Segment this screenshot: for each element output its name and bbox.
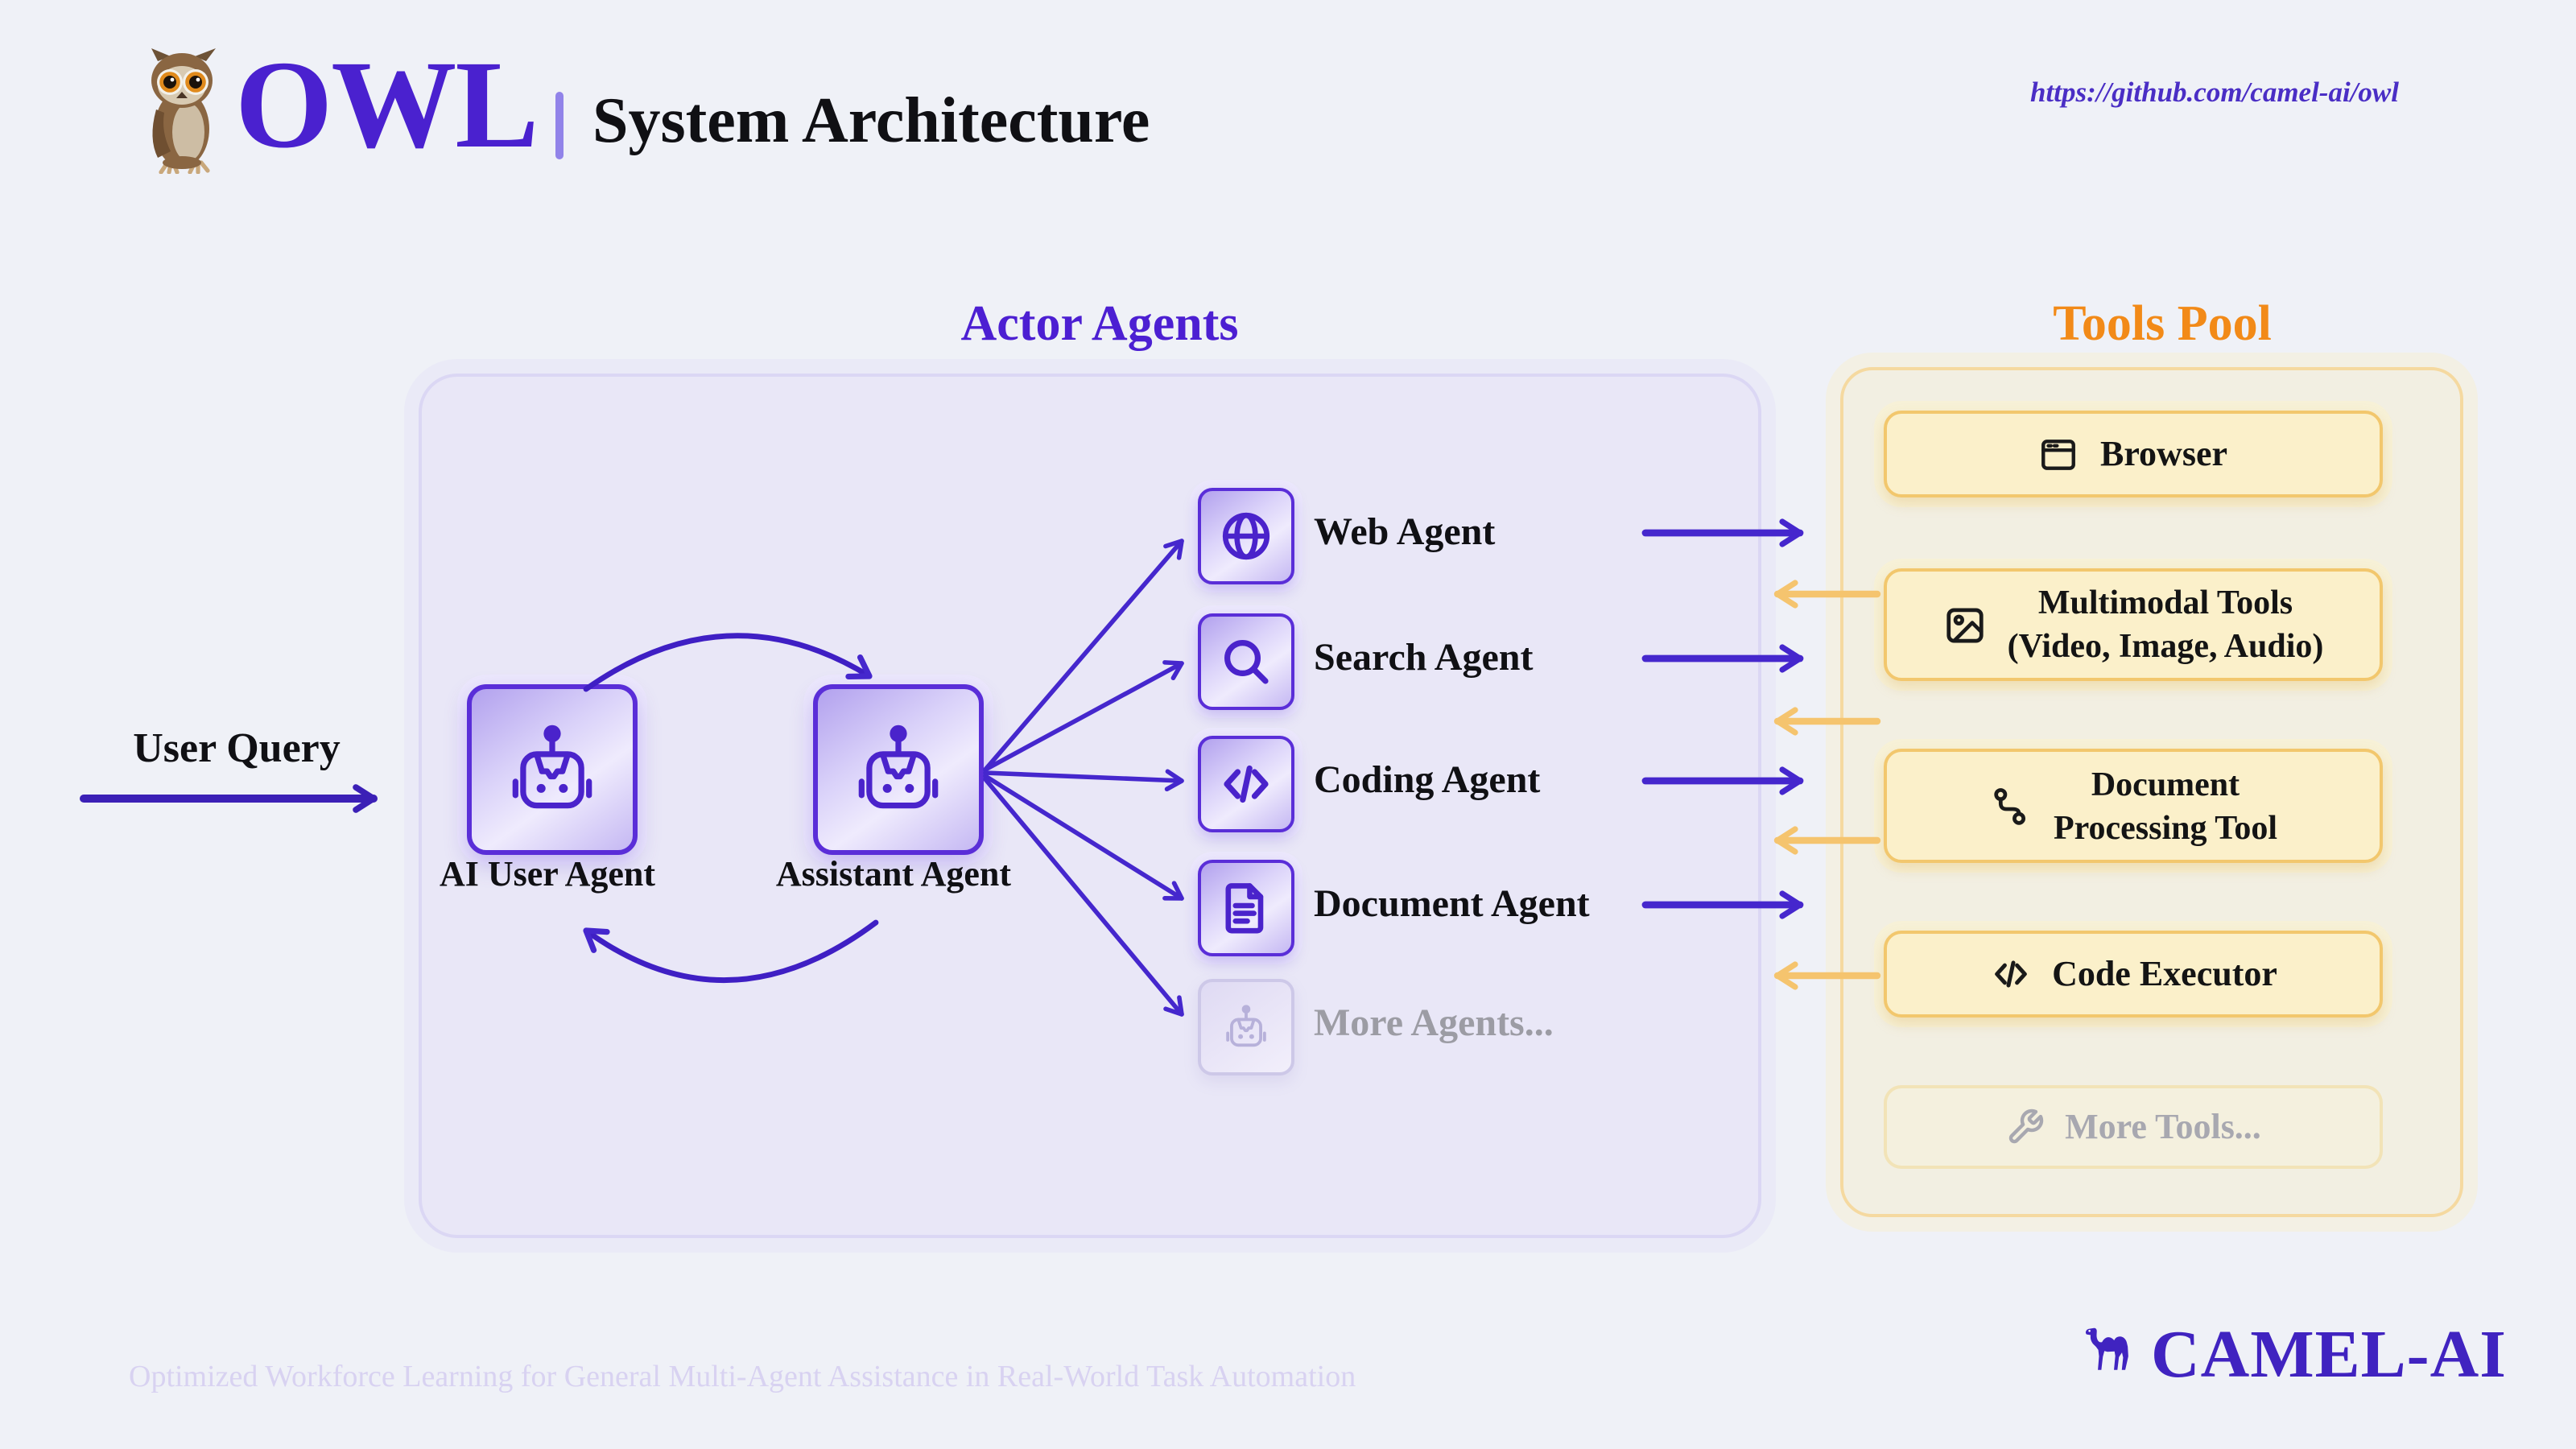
web-agent-card xyxy=(1198,488,1294,584)
tool-code-executor-label: Code Executor xyxy=(2052,952,2277,993)
assistant-agent-card xyxy=(813,684,984,855)
tool-multimodal-card: Multimodal Tools(Video, Image, Audio) xyxy=(1884,568,2383,681)
coding-agent-card xyxy=(1198,736,1294,832)
code-icon xyxy=(1224,765,1269,803)
search-agent-card xyxy=(1198,613,1294,710)
more-tools-label: More Tools... xyxy=(2065,1105,2261,1146)
more-tools-card: More Tools... xyxy=(1884,1085,2383,1169)
owl-icon xyxy=(151,48,216,174)
tool-code-executor-card: Code Executor xyxy=(1884,931,2383,1018)
brand-logo-text: OWL xyxy=(235,34,539,174)
tool-browser-label: Browser xyxy=(2099,432,2228,473)
route-icon xyxy=(1995,788,2026,825)
globe-icon xyxy=(1222,512,1270,560)
document-agent-label: Document Agent xyxy=(1314,884,1590,926)
web-agent-label: Web Agent xyxy=(1314,512,1496,554)
tool-browser-card: Browser xyxy=(1884,411,2383,497)
actor-agents-title: Actor Agents xyxy=(960,295,1239,351)
ai-user-agent-label: AI User Agent xyxy=(439,853,656,894)
camel-ai-wordmark: CAMEL-AI xyxy=(2151,1319,2507,1393)
robot-icon xyxy=(1226,1005,1266,1047)
code-icon xyxy=(1994,960,2026,988)
ai-user-agent-card xyxy=(467,684,638,855)
more-agents-label: More Agents... xyxy=(1314,1003,1554,1045)
image-icon xyxy=(1946,607,1984,642)
header-divider xyxy=(555,92,564,159)
assistant-agent-label: Assistant Agent xyxy=(775,853,1012,894)
user-query-label: User Query xyxy=(133,724,341,771)
robot-icon xyxy=(512,724,592,809)
tools-pool-title: Tools Pool xyxy=(2053,295,2272,351)
robot-icon xyxy=(858,724,939,809)
footer-tagline: Optimized Workforce Learning for General… xyxy=(129,1360,1356,1394)
github-link[interactable]: https://github.com/camel-ai/owl xyxy=(2030,76,2399,108)
document-icon xyxy=(1225,883,1264,934)
browser-window-icon xyxy=(2042,439,2076,469)
page-title: System Architecture xyxy=(592,84,1150,156)
document-agent-card xyxy=(1198,860,1294,956)
wrench-icon xyxy=(2008,1108,2043,1144)
coding-agent-label: Coding Agent xyxy=(1314,760,1541,802)
magnifier-icon xyxy=(1224,639,1269,684)
search-agent-label: Search Agent xyxy=(1314,638,1534,679)
camel-icon xyxy=(2085,1327,2128,1370)
tool-multimodal-label: Multimodal Tools(Video, Image, Audio) xyxy=(2007,583,2324,665)
more-agents-card xyxy=(1198,979,1294,1075)
